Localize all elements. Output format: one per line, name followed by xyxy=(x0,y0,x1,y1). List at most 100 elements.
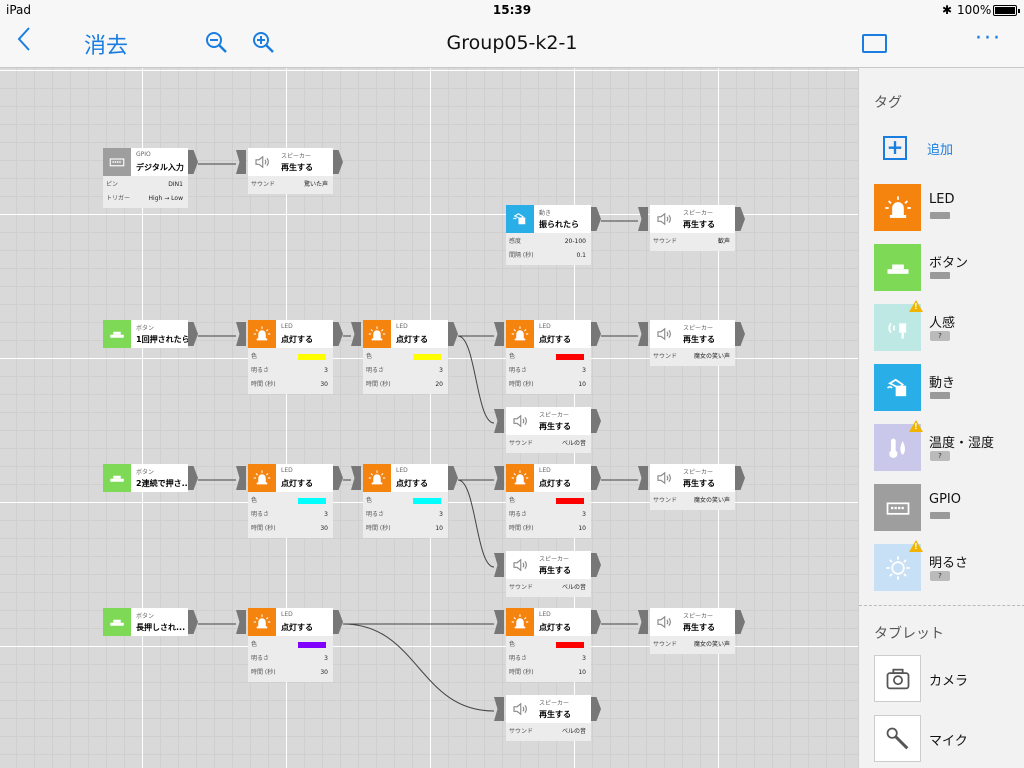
property-row[interactable]: 時間 (秒)30 xyxy=(251,666,330,680)
tag-item-light[interactable]: 明るさ? xyxy=(874,540,1019,592)
back-button[interactable] xyxy=(14,24,34,62)
input-port[interactable] xyxy=(638,610,648,634)
tablet-item-camera[interactable]: カメラ xyxy=(874,655,1019,703)
input-port[interactable] xyxy=(236,150,246,174)
output-port[interactable] xyxy=(591,610,601,634)
connection-wire[interactable] xyxy=(457,479,495,568)
output-port[interactable] xyxy=(188,610,198,634)
layout-button[interactable] xyxy=(862,34,887,53)
input-port[interactable] xyxy=(638,466,648,490)
property-row[interactable]: 時間 (秒)30 xyxy=(251,378,330,392)
property-row[interactable]: サウンド魔女の笑い声 xyxy=(653,638,732,652)
output-port[interactable] xyxy=(735,466,745,490)
output-port[interactable] xyxy=(188,150,198,174)
zoom-out-button[interactable] xyxy=(204,30,230,60)
property-row[interactable]: 時間 (秒)10 xyxy=(509,522,588,536)
output-port[interactable] xyxy=(333,610,343,634)
output-port[interactable] xyxy=(591,553,601,577)
property-row[interactable]: 時間 (秒)30 xyxy=(251,522,330,536)
property-row[interactable]: サウンドベルの音 xyxy=(509,725,588,739)
speaker-block[interactable]: スピーカー再生するサウンド魔女の笑い声 xyxy=(638,464,745,510)
add-tag-button[interactable]: + 追加 xyxy=(883,136,953,160)
output-port[interactable] xyxy=(333,466,343,490)
speaker-block[interactable]: スピーカー再生するサウンド魔女の笑い声 xyxy=(638,608,745,654)
property-row[interactable]: サウンド歓声 xyxy=(653,235,732,249)
output-port[interactable] xyxy=(735,322,745,346)
property-row[interactable]: サウンドベルの音 xyxy=(509,581,588,595)
input-port[interactable] xyxy=(494,697,504,721)
property-row[interactable]: 時間 (秒)10 xyxy=(366,522,445,536)
speaker-block[interactable]: スピーカー再生するサウンド歓声 xyxy=(638,205,745,251)
input-port[interactable] xyxy=(494,409,504,433)
output-port[interactable] xyxy=(448,466,458,490)
property-row[interactable]: 色 xyxy=(366,350,445,364)
erase-button[interactable]: 消去 xyxy=(84,34,129,59)
property-row[interactable]: サウンド驚いた声 xyxy=(251,178,330,192)
property-row[interactable]: 時間 (秒)20 xyxy=(366,378,445,392)
connection-wire[interactable] xyxy=(457,335,495,424)
property-row[interactable]: 色 xyxy=(509,494,588,508)
output-port[interactable] xyxy=(188,466,198,490)
input-port[interactable] xyxy=(494,610,504,634)
tag-item-gpio[interactable]: GPIO xyxy=(874,484,1019,532)
property-row[interactable]: サウンド魔女の笑い声 xyxy=(653,350,732,364)
property-row[interactable]: サウンドベルの音 xyxy=(509,437,588,451)
speaker-block[interactable]: スピーカー再生するサウンド魔女の笑い声 xyxy=(638,320,745,366)
input-port[interactable] xyxy=(236,610,246,634)
output-port[interactable] xyxy=(333,150,343,174)
property-row[interactable]: 時間 (秒)10 xyxy=(509,666,588,680)
property-row[interactable]: 時間 (秒)10 xyxy=(509,378,588,392)
output-port[interactable] xyxy=(735,610,745,634)
input-port[interactable] xyxy=(351,466,361,490)
input-port[interactable] xyxy=(638,207,648,231)
tag-item-motion[interactable]: 動き xyxy=(874,364,1019,412)
property-row[interactable]: 色 xyxy=(366,494,445,508)
property-row[interactable]: 色 xyxy=(509,638,588,652)
tag-item-temp[interactable]: 温度・湿度? xyxy=(874,420,1019,472)
input-port[interactable] xyxy=(638,322,648,346)
output-port[interactable] xyxy=(591,409,601,433)
output-port[interactable] xyxy=(591,207,601,231)
property-row[interactable]: 色 xyxy=(509,350,588,364)
property-row[interactable]: 間隔 (秒)0.1 xyxy=(509,249,588,263)
speaker-block[interactable]: スピーカー再生するサウンドベルの音 xyxy=(494,551,601,597)
tag-item-human[interactable]: 人感? xyxy=(874,300,1019,352)
tag-item-button[interactable]: ボタン xyxy=(874,244,1019,292)
speaker-block[interactable]: スピーカー再生するサウンドベルの音 xyxy=(494,695,601,741)
property-row[interactable]: 色 xyxy=(251,638,330,652)
output-port[interactable] xyxy=(188,322,198,346)
zoom-in-button[interactable] xyxy=(251,30,277,60)
output-port[interactable] xyxy=(735,207,745,231)
button-block[interactable]: ボタン長押しされ... xyxy=(103,608,198,636)
output-port[interactable] xyxy=(591,322,601,346)
more-button[interactable]: ··· xyxy=(975,26,1002,51)
tablet-item-mic[interactable]: マイク xyxy=(874,715,1019,763)
input-port[interactable] xyxy=(236,466,246,490)
property-row[interactable]: 色 xyxy=(251,494,330,508)
input-port[interactable] xyxy=(351,322,361,346)
speaker-block[interactable]: スピーカー再生するサウンドベルの音 xyxy=(494,407,601,453)
tag-item-led[interactable]: LED xyxy=(874,184,1019,232)
